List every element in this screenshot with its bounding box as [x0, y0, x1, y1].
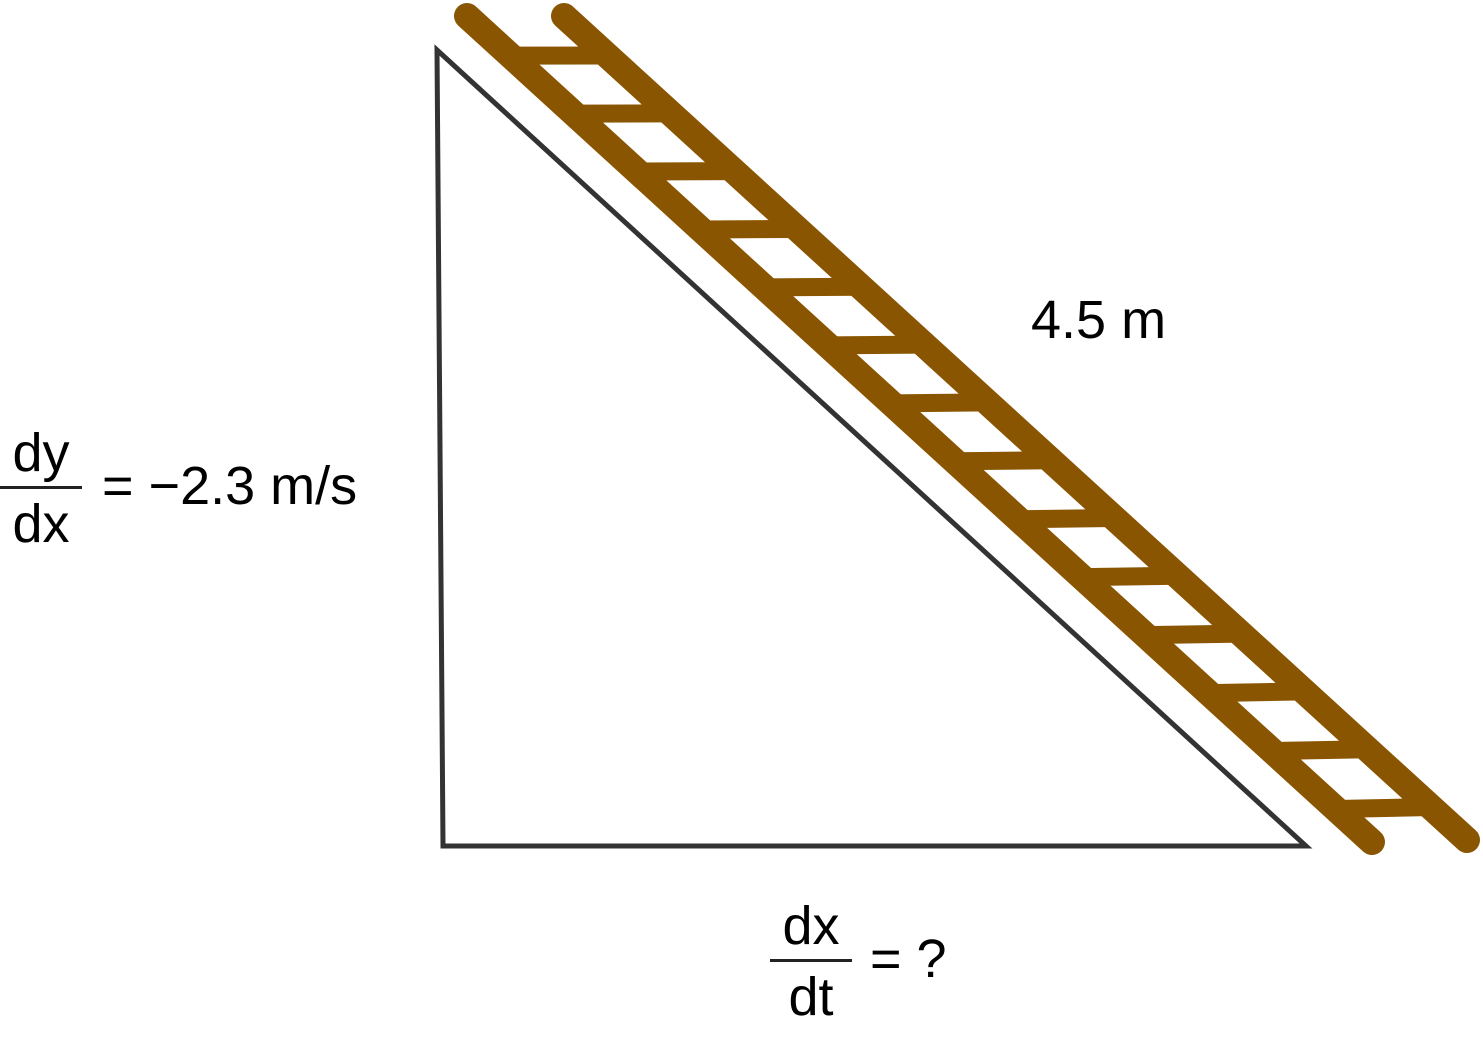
- dy-dx-fraction: dy dx: [0, 426, 82, 551]
- ladder-rail-right: [551, 3, 1480, 853]
- dx-numerator: dx: [782, 896, 840, 956]
- horizontal-rate-value: = ?: [870, 929, 947, 989]
- fraction-bar: [0, 486, 82, 489]
- dx-dt-fraction: dx dt: [770, 899, 852, 1024]
- dx-denominator: dx: [12, 494, 70, 554]
- vertical-rate-value: = −2.3 m/s: [102, 456, 358, 516]
- dy-numerator: dy: [12, 423, 70, 483]
- right-triangle: [434, 44, 1313, 849]
- ladder-length-label: 4.5 m: [1031, 290, 1167, 350]
- fraction-bar: [770, 959, 852, 962]
- ladder-rail-left: [454, 3, 1385, 855]
- ladder: [454, 3, 1480, 855]
- dt-denominator: dt: [788, 967, 834, 1027]
